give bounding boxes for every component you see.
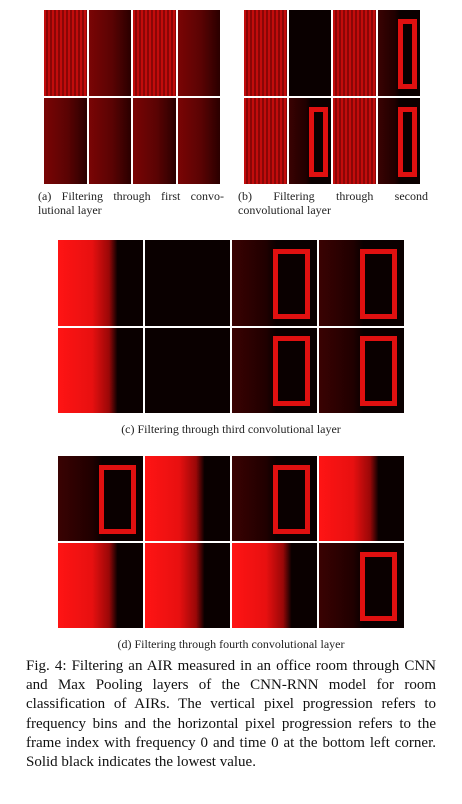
feature-map-tile bbox=[88, 10, 131, 96]
feature-map-tile bbox=[145, 456, 230, 541]
feature-map-tile bbox=[232, 240, 317, 326]
subfigure-c-grid bbox=[58, 240, 404, 413]
feature-map-tile bbox=[319, 456, 404, 541]
feature-map-tile bbox=[88, 98, 131, 184]
feature-map-tile bbox=[58, 543, 143, 628]
feature-map-tile bbox=[244, 98, 287, 184]
feature-map-tile bbox=[232, 543, 317, 628]
subfigure-d-caption: (d) Filtering through fourth convolution… bbox=[117, 637, 345, 651]
feature-map-tile bbox=[44, 10, 87, 96]
frame-outline bbox=[397, 18, 417, 90]
feature-map-tile bbox=[377, 10, 420, 96]
feature-map-tile bbox=[377, 98, 420, 184]
frame-outline bbox=[359, 551, 398, 622]
figure-caption: Fig. 4: Filtering an AIR measured in an … bbox=[26, 657, 436, 772]
frame-outline bbox=[98, 464, 137, 535]
frame-outline bbox=[272, 464, 311, 535]
subfigure-d bbox=[58, 456, 404, 628]
feature-map-tile bbox=[44, 98, 87, 184]
frame-outline bbox=[272, 248, 311, 319]
frame-outline bbox=[397, 106, 417, 178]
feature-map-tile bbox=[288, 98, 331, 184]
figure-caption-label: Fig. 4: bbox=[26, 658, 67, 674]
feature-map-tile bbox=[319, 327, 404, 413]
feature-map-tile bbox=[177, 98, 220, 184]
subfigure-b-grid bbox=[244, 10, 420, 184]
subfigure-a bbox=[44, 10, 220, 184]
subfigure-b bbox=[244, 10, 420, 184]
subfigure-a-caption: (a) Filtering through first convo- lutio… bbox=[38, 189, 224, 217]
feature-map-tile bbox=[58, 240, 143, 326]
feature-map-tile bbox=[58, 327, 143, 413]
feature-map-tile bbox=[288, 10, 331, 96]
feature-map-tile bbox=[333, 98, 376, 184]
frame-outline bbox=[359, 336, 398, 407]
frame-outline bbox=[359, 248, 398, 319]
figure-caption-text: Filtering an AIR measured in an office r… bbox=[26, 658, 437, 771]
feature-map-tile bbox=[244, 10, 287, 96]
subfigure-b-caption: (b) Filtering through second convolution… bbox=[238, 189, 428, 217]
feature-map-tile bbox=[133, 98, 176, 184]
feature-map-tile bbox=[145, 543, 230, 628]
feature-map-tile bbox=[145, 240, 230, 326]
feature-map-tile bbox=[319, 543, 404, 628]
feature-map-tile bbox=[232, 456, 317, 541]
subfigure-c-caption: (c) Filtering through third convolutiona… bbox=[121, 422, 341, 436]
feature-map-tile bbox=[232, 327, 317, 413]
feature-map-tile bbox=[333, 10, 376, 96]
subfigure-a-grid bbox=[44, 10, 220, 184]
frame-outline bbox=[272, 336, 311, 407]
feature-map-tile bbox=[319, 240, 404, 326]
frame-outline bbox=[308, 106, 328, 178]
feature-map-tile bbox=[133, 10, 176, 96]
subfigure-d-grid bbox=[58, 456, 404, 628]
feature-map-tile bbox=[145, 327, 230, 413]
feature-map-tile bbox=[58, 456, 143, 541]
subfigure-c bbox=[58, 240, 404, 413]
feature-map-tile bbox=[177, 10, 220, 96]
